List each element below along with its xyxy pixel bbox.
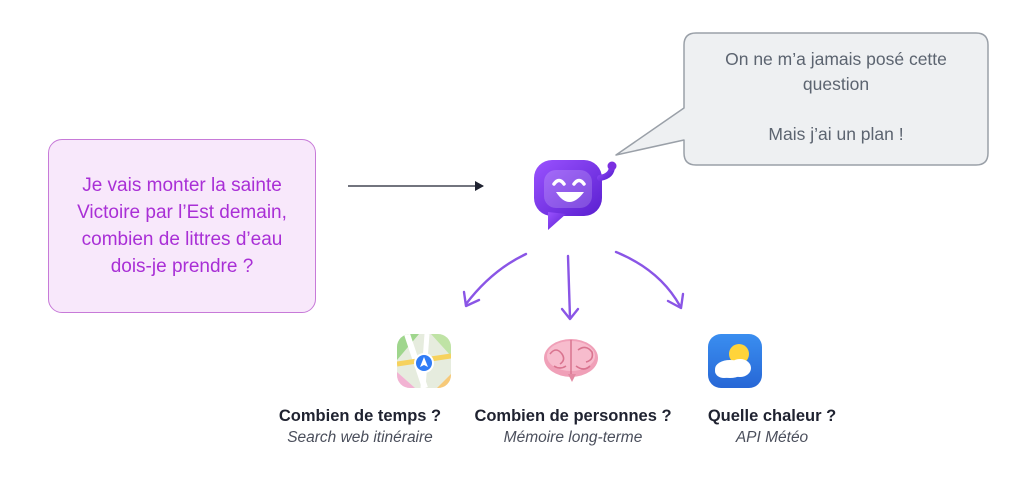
speech-bubble: [615, 32, 989, 166]
tool-brain-title: Combien de personnes ?: [474, 407, 672, 425]
bot-reply: On ne m’a jamais posé cette question Mai…: [686, 47, 986, 147]
tool-brain-label: Combien de personnes ? Mémoire long-term…: [463, 405, 683, 449]
maps-app-icon: [397, 334, 451, 388]
tool-maps-subtitle: Search web itinéraire: [287, 429, 433, 446]
tool-weather-label: Quelle chaleur ? API Météo: [662, 405, 882, 449]
tool-maps-title: Combien de temps ?: [278, 407, 442, 425]
tool-brain-subtitle: Mémoire long-terme: [503, 429, 643, 446]
tool-arrows: [462, 250, 685, 321]
arrow-to-brain: [566, 254, 572, 320]
tool-maps-label: Combien de temps ? Search web itinéraire: [250, 405, 470, 449]
user-question-text: Je vais monter la sainte Victoire par l’…: [77, 175, 287, 277]
user-question-box: Je vais monter la sainte Victoire par l’…: [48, 139, 316, 313]
bot-reply-line-1: On ne m’a jamais posé cette: [725, 49, 947, 69]
arrow-to-maps: [464, 252, 528, 306]
weather-app-icon: [708, 334, 762, 388]
bot-reply-line-2: question: [802, 74, 870, 94]
tool-weather-subtitle: API Météo: [735, 429, 809, 446]
bot-reply-line-3: Mais j’ai un plan !: [768, 124, 904, 144]
arrow-to-weather: [614, 250, 682, 308]
brain-icon: [542, 336, 600, 384]
assistant-robot-icon: [534, 160, 617, 230]
tool-weather-title: Quelle chaleur ?: [707, 407, 837, 425]
